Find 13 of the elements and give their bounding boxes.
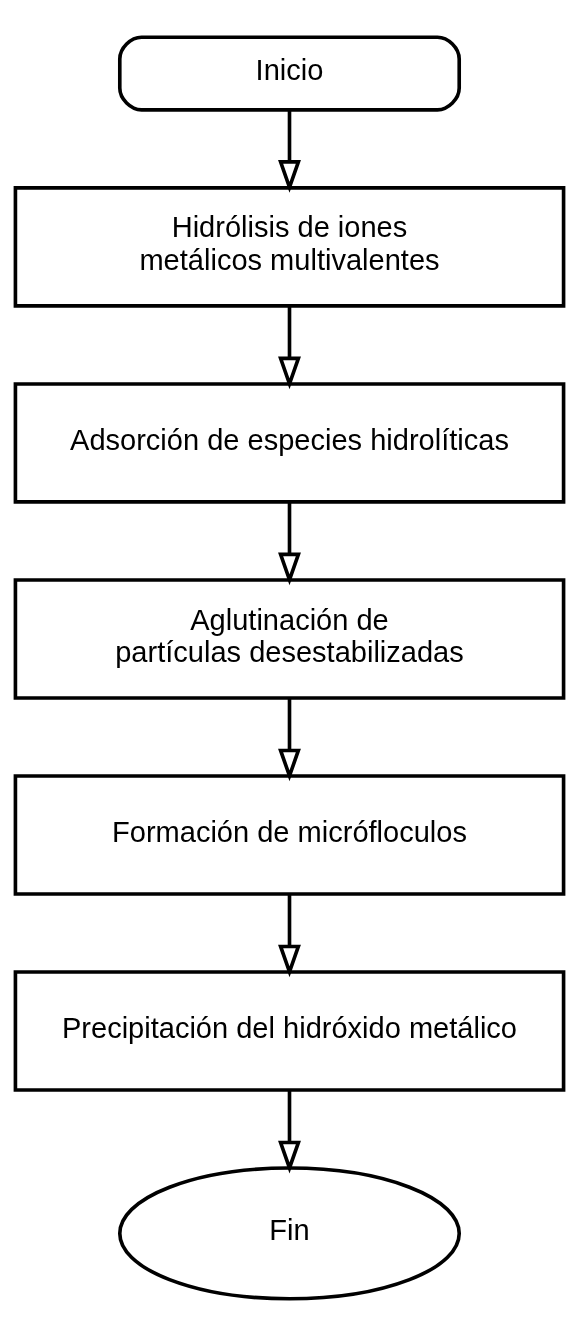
- node-box: Inicio: [117, 35, 462, 112]
- node-box: Hidrólisis de iones metálicos multivalentes: [13, 186, 566, 308]
- arrow: [278, 894, 301, 978]
- arrow: [278, 501, 301, 586]
- node-box: Aglutinación de partículas desestabilizadas: [13, 578, 566, 700]
- node-box: Adsorción de especies hidrolíticas: [13, 382, 566, 504]
- arrow: [278, 110, 301, 193]
- node-ellipse: Fin: [117, 1166, 462, 1301]
- node-box: Formación de micrófloculos: [13, 774, 566, 896]
- arrow: [278, 1090, 301, 1174]
- arrow: [278, 305, 301, 390]
- node-box: Precipitación del hidróxido metálico: [13, 970, 566, 1092]
- arrow: [278, 698, 301, 782]
